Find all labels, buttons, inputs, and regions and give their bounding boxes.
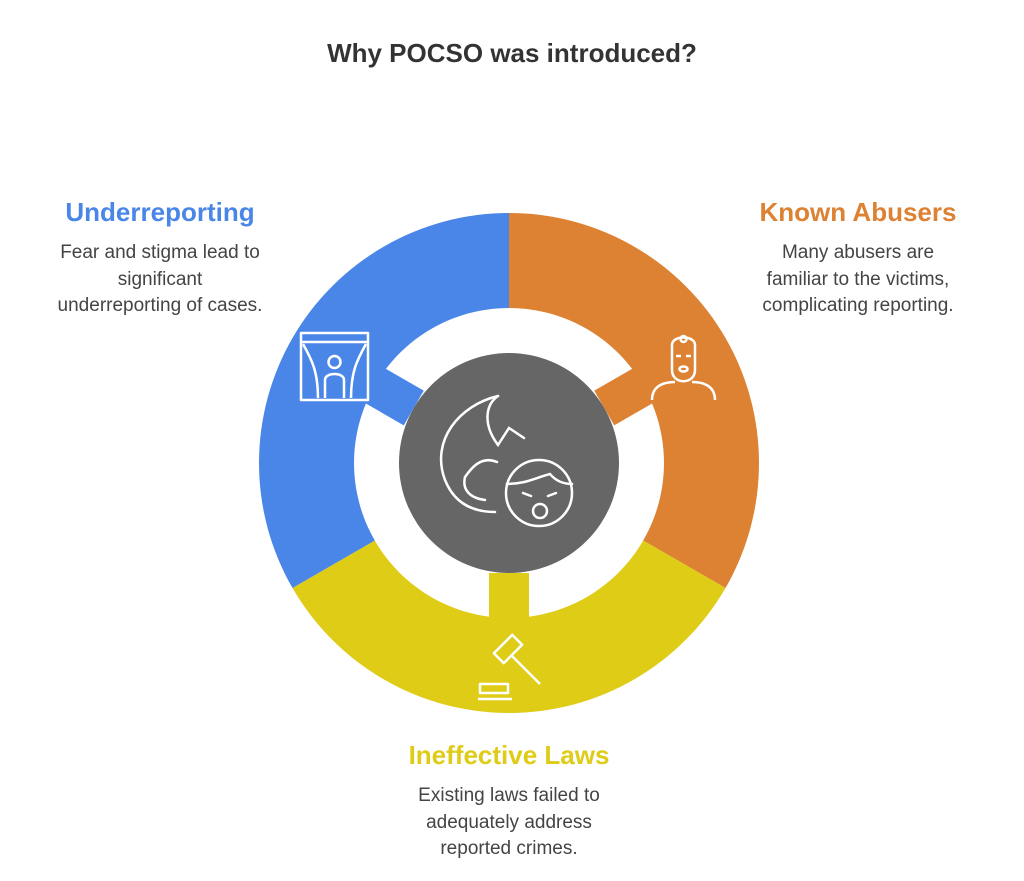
desc-line: reported crimes. — [440, 838, 578, 859]
underreporting-description: Fear and stigma lead to significant unde… — [20, 240, 300, 320]
ineffective-laws-block: Ineffective Laws Existing laws failed to… — [369, 740, 649, 863]
masked-person-icon — [650, 334, 717, 401]
desc-line: Existing laws failed to — [418, 785, 600, 806]
center-circle — [399, 353, 619, 573]
segment-underreporting — [259, 213, 509, 588]
curtain-person-icon — [299, 331, 370, 402]
desc-line: Fear and stigma lead to — [60, 242, 260, 263]
desc-line: familiar to the victims, — [766, 268, 950, 290]
desc-line: adequately address — [426, 811, 592, 833]
segment-known-abusers — [509, 213, 759, 588]
diagram-title: Why POCSO was introduced? — [327, 38, 697, 68]
ineffective-laws-description: Existing laws failed to adequately addre… — [369, 783, 649, 863]
fearful-child-icon — [439, 394, 574, 528]
underreporting-block: Underreporting Fear and stigma lead to s… — [20, 197, 300, 320]
ineffective-laws-heading: Ineffective Laws — [408, 740, 610, 770]
desc-line: significant — [117, 268, 203, 290]
known-abusers-heading: Known Abusers — [759, 197, 957, 227]
segment-ineffective-laws — [292, 540, 726, 713]
desc-line: underreporting of cases. — [57, 295, 263, 316]
desc-line: Many abusers are — [781, 242, 935, 263]
known-abusers-description: Many abusers are familiar to the victims… — [718, 240, 998, 320]
gavel-icon — [478, 633, 541, 701]
underreporting-heading: Underreporting — [65, 197, 255, 227]
known-abusers-block: Known Abusers Many abusers are familiar … — [718, 197, 998, 320]
desc-line: complicating reporting. — [762, 295, 954, 316]
